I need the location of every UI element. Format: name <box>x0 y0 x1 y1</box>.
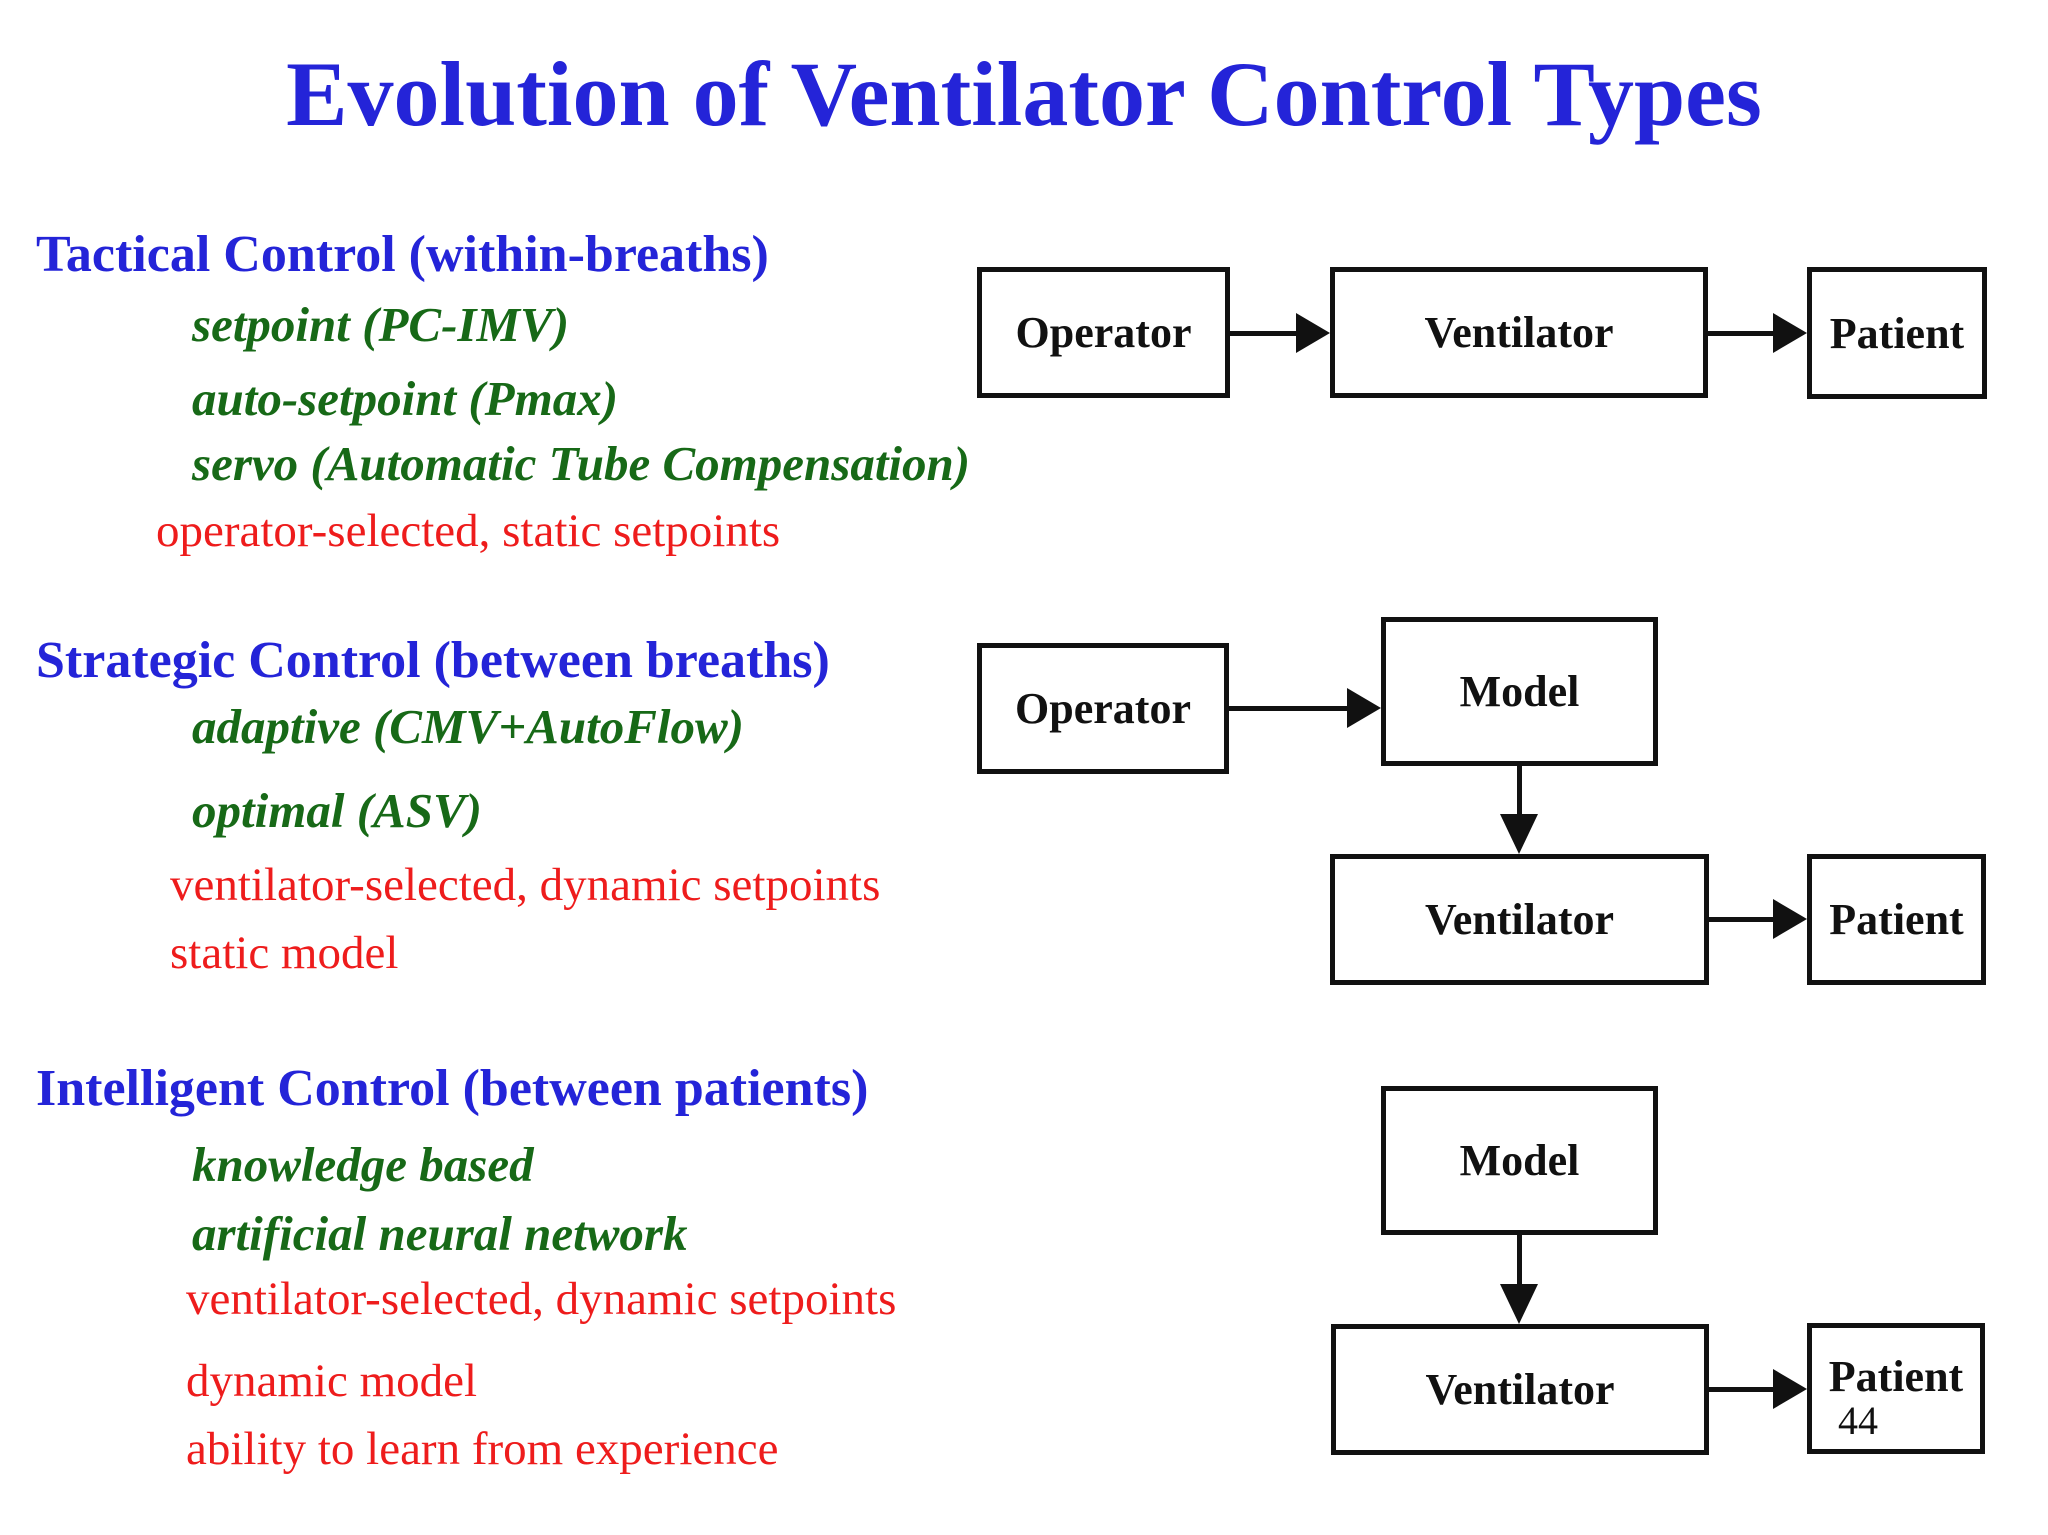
patient-box-row2: Patient <box>1807 854 1986 985</box>
method-item-setpoint: setpoint (PC-IMV) <box>192 297 570 352</box>
model-box-row3: Model <box>1381 1086 1658 1235</box>
ventilator-box-row3: Ventilator <box>1331 1324 1709 1455</box>
arrow-line <box>1230 330 1296 336</box>
arrow-ventilator-to-patient-row1 <box>1708 313 1807 353</box>
arrow-line <box>1709 1386 1773 1392</box>
arrow-down-icon <box>1500 814 1538 854</box>
arrow-down-icon <box>1500 1284 1538 1324</box>
section-heading-intelligent: Intelligent Control (between patients) <box>36 1060 869 1117</box>
patient-box-row1: Patient <box>1807 267 1987 399</box>
arrow-operator-to-ventilator-row1 <box>1230 313 1330 353</box>
arrow-right-icon <box>1347 688 1381 728</box>
arrow-right-icon <box>1773 1369 1807 1409</box>
method-item-neural-network: artificial neural network <box>192 1206 688 1261</box>
ventilator-box-row2: Ventilator <box>1330 854 1709 985</box>
arrow-right-icon <box>1296 313 1330 353</box>
note-item-operator-static: operator-selected, static setpoints <box>156 505 781 557</box>
note-item-vent-dynamic-2: ventilator-selected, dynamic setpoints <box>186 1273 897 1325</box>
arrow-model-to-ventilator-row2 <box>1499 766 1539 854</box>
section-heading-tactical: Tactical Control (within-breaths) <box>36 226 769 283</box>
method-item-adaptive: adaptive (CMV+AutoFlow) <box>192 699 744 754</box>
method-item-optimal: optimal (ASV) <box>192 783 482 838</box>
operator-box-row1: Operator <box>977 267 1230 398</box>
method-item-servo: servo (Automatic Tube Compensation) <box>192 436 971 491</box>
section-heading-strategic: Strategic Control (between breaths) <box>36 632 830 689</box>
note-item-vent-dynamic: ventilator-selected, dynamic setpoints <box>170 859 881 911</box>
arrow-line <box>1709 916 1773 922</box>
arrow-ventilator-to-patient-row3 <box>1709 1369 1807 1409</box>
arrow-ventilator-to-patient-row2 <box>1709 899 1807 939</box>
page-number: 44 <box>1838 1398 1878 1443</box>
method-item-knowledge: knowledge based <box>192 1137 534 1192</box>
note-item-static-model: static model <box>170 927 399 979</box>
arrow-line <box>1516 1235 1522 1284</box>
arrow-right-icon <box>1773 313 1807 353</box>
model-box-row2: Model <box>1381 617 1658 766</box>
arrow-right-icon <box>1773 899 1807 939</box>
ventilator-box-row1: Ventilator <box>1330 267 1708 398</box>
arrow-line <box>1229 705 1347 711</box>
note-item-dynamic-model: dynamic model <box>186 1355 478 1407</box>
arrow-line <box>1708 330 1773 336</box>
slide-title: Evolution of Ventilator Control Types <box>286 43 1762 145</box>
operator-box-row2: Operator <box>977 643 1229 774</box>
arrow-operator-to-model-row2 <box>1229 688 1381 728</box>
note-item-learn-experience: ability to learn from experience <box>186 1423 779 1475</box>
patient-box-label: Patient <box>1828 1352 1964 1401</box>
arrow-line <box>1516 766 1522 814</box>
method-item-auto-setpoint: auto-setpoint (Pmax) <box>192 371 619 426</box>
arrow-model-to-ventilator-row3 <box>1499 1235 1539 1324</box>
patient-box-row3: Patient 44 <box>1807 1323 1985 1454</box>
